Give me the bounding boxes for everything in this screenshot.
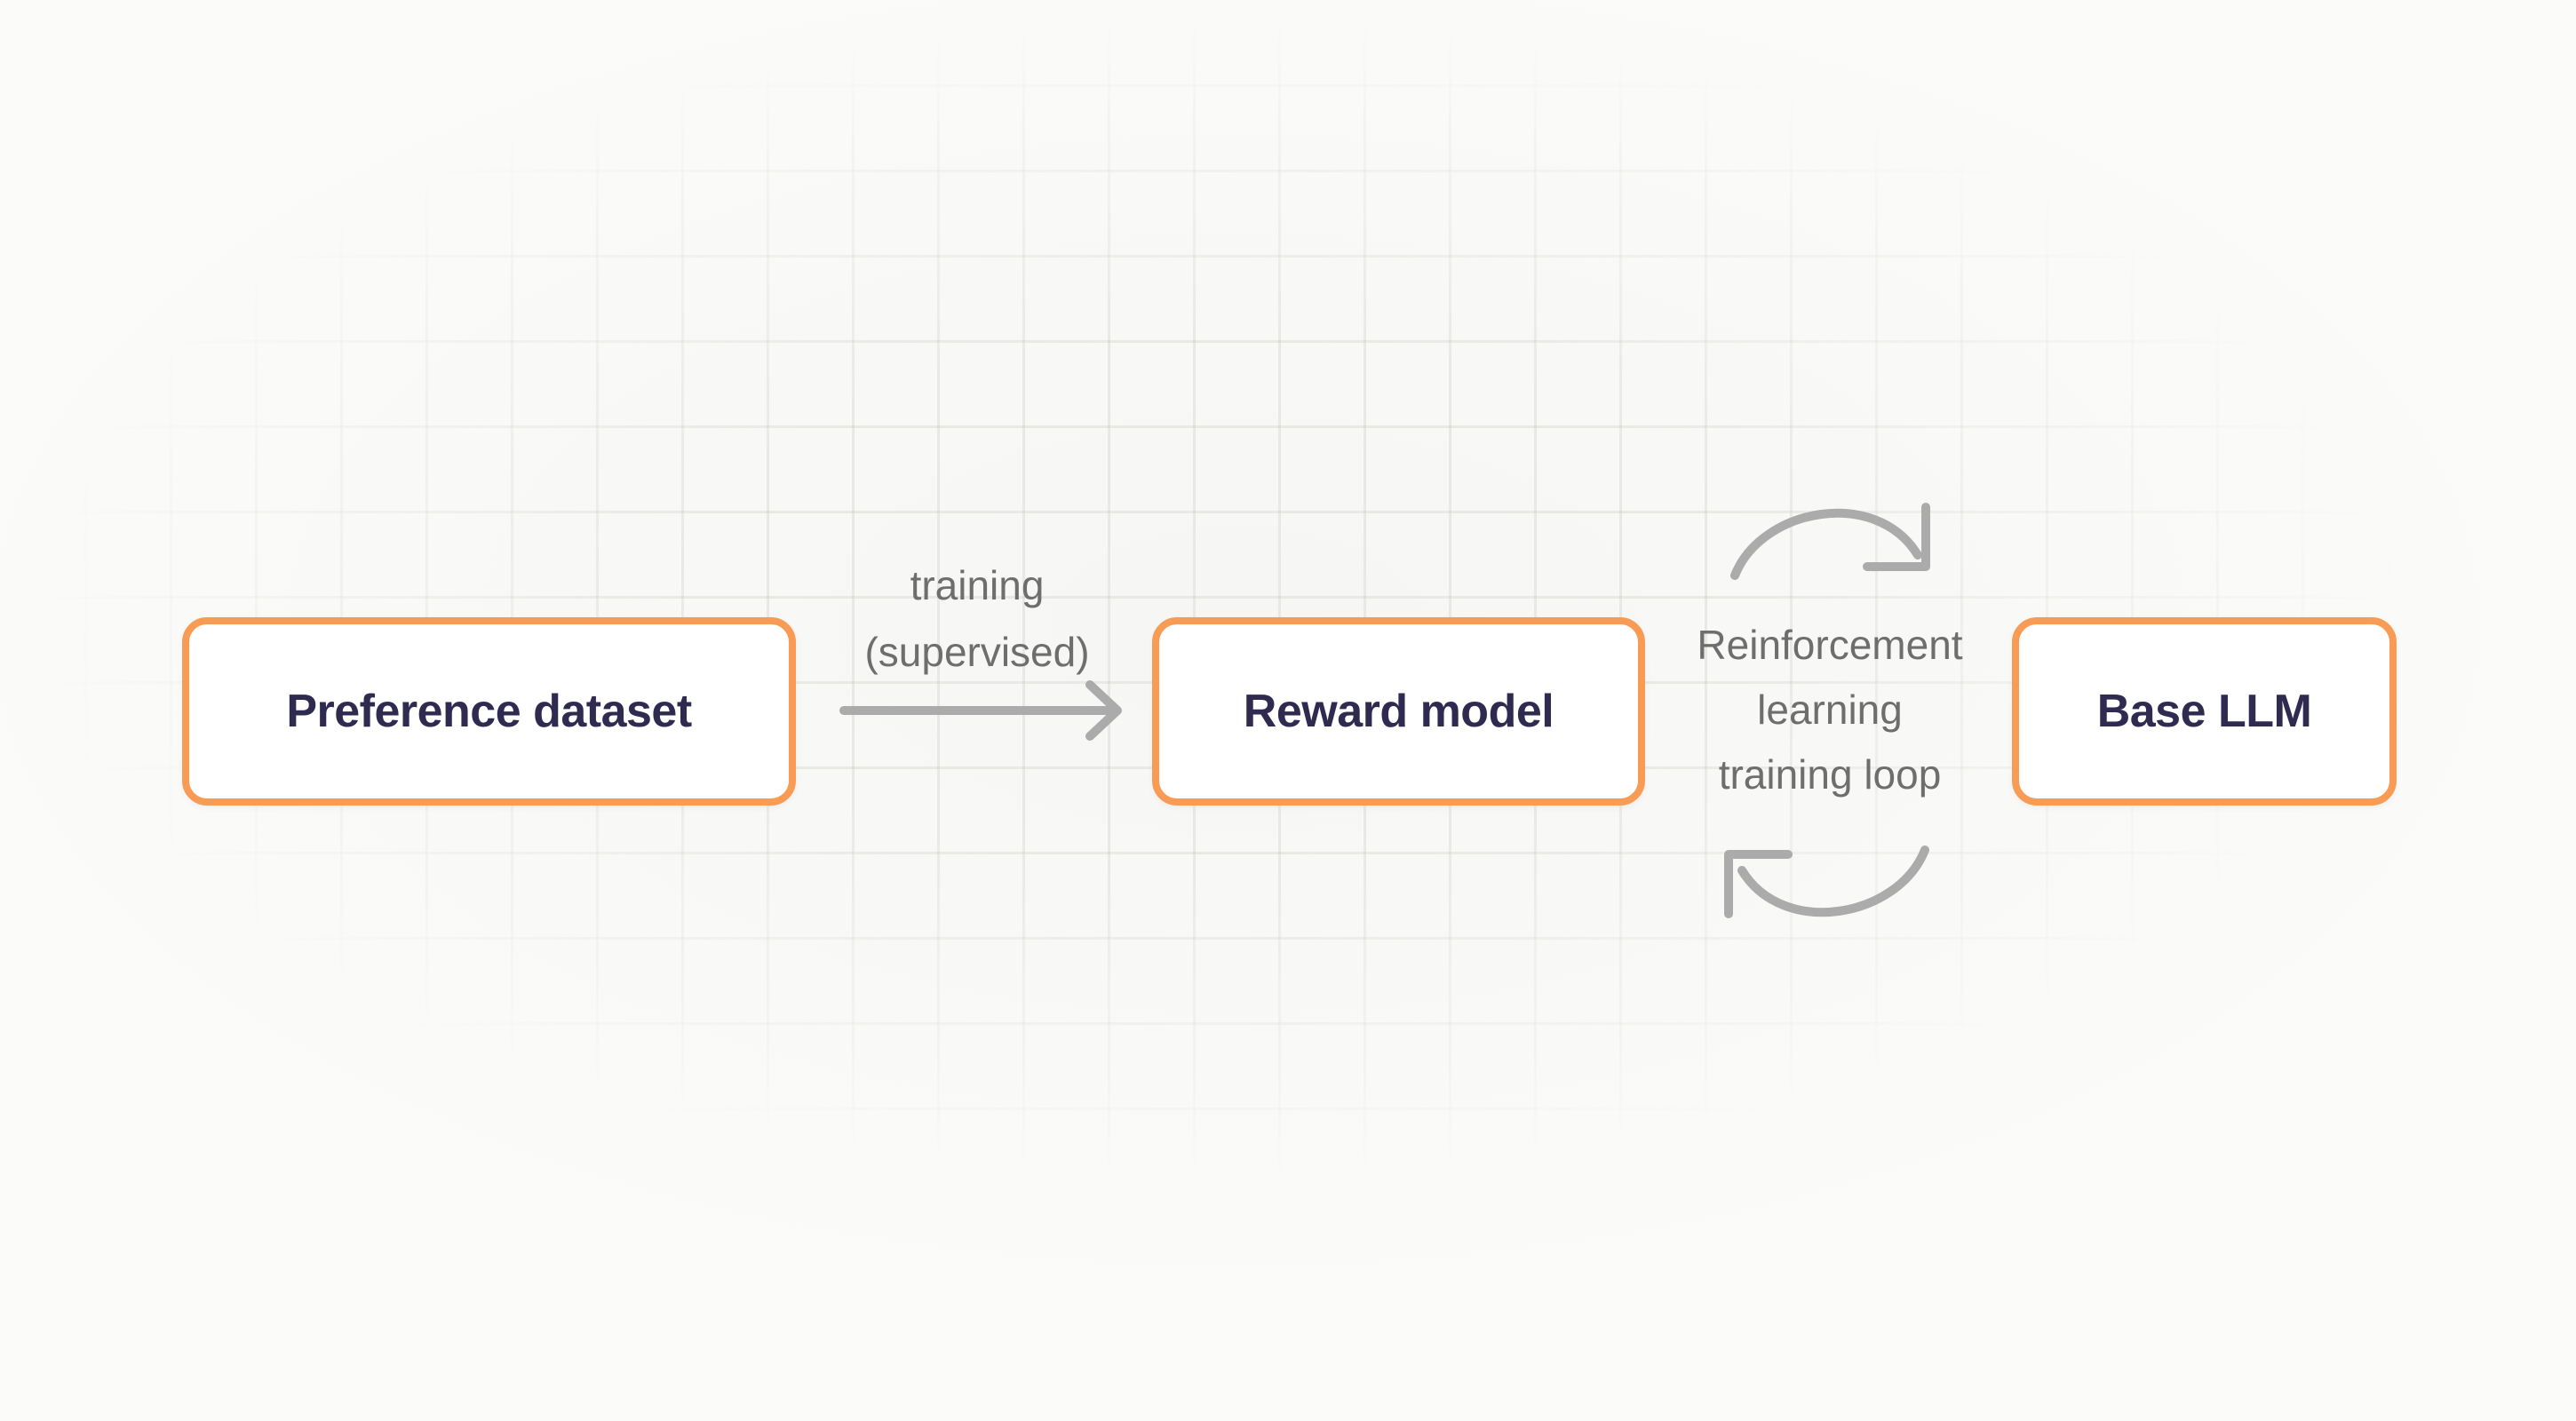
supervised-training-edge-label-line1: training (910, 562, 1045, 608)
node-preference-dataset-label: Preference dataset (286, 686, 692, 737)
supervised-training-edge-label-line2: (supervised) (864, 629, 1090, 675)
supervised-training-edge-label: training (supervised) (799, 552, 1155, 686)
node-reward-model-label: Reward model (1243, 686, 1554, 737)
node-reward-model: Reward model (1152, 617, 1645, 806)
node-preference-dataset: Preference dataset (182, 617, 796, 806)
reinforcement-loop-edge-label: Reinforcement learning training loop (1652, 613, 2008, 807)
reinforcement-loop-edge-label-line2: learning (1757, 687, 1903, 733)
node-base-llm-label: Base LLM (2096, 686, 2312, 737)
right-arrow-icon (839, 680, 1122, 741)
reinforcement-loop-edge-label-line3: training loop (1718, 751, 1942, 798)
cycle-top-arrow-icon (1730, 503, 1930, 580)
node-base-llm: Base LLM (2012, 617, 2397, 806)
cycle-bottom-arrow-icon (1724, 845, 1929, 918)
reinforcement-loop-edge-label-line1: Reinforcement (1697, 622, 1963, 668)
